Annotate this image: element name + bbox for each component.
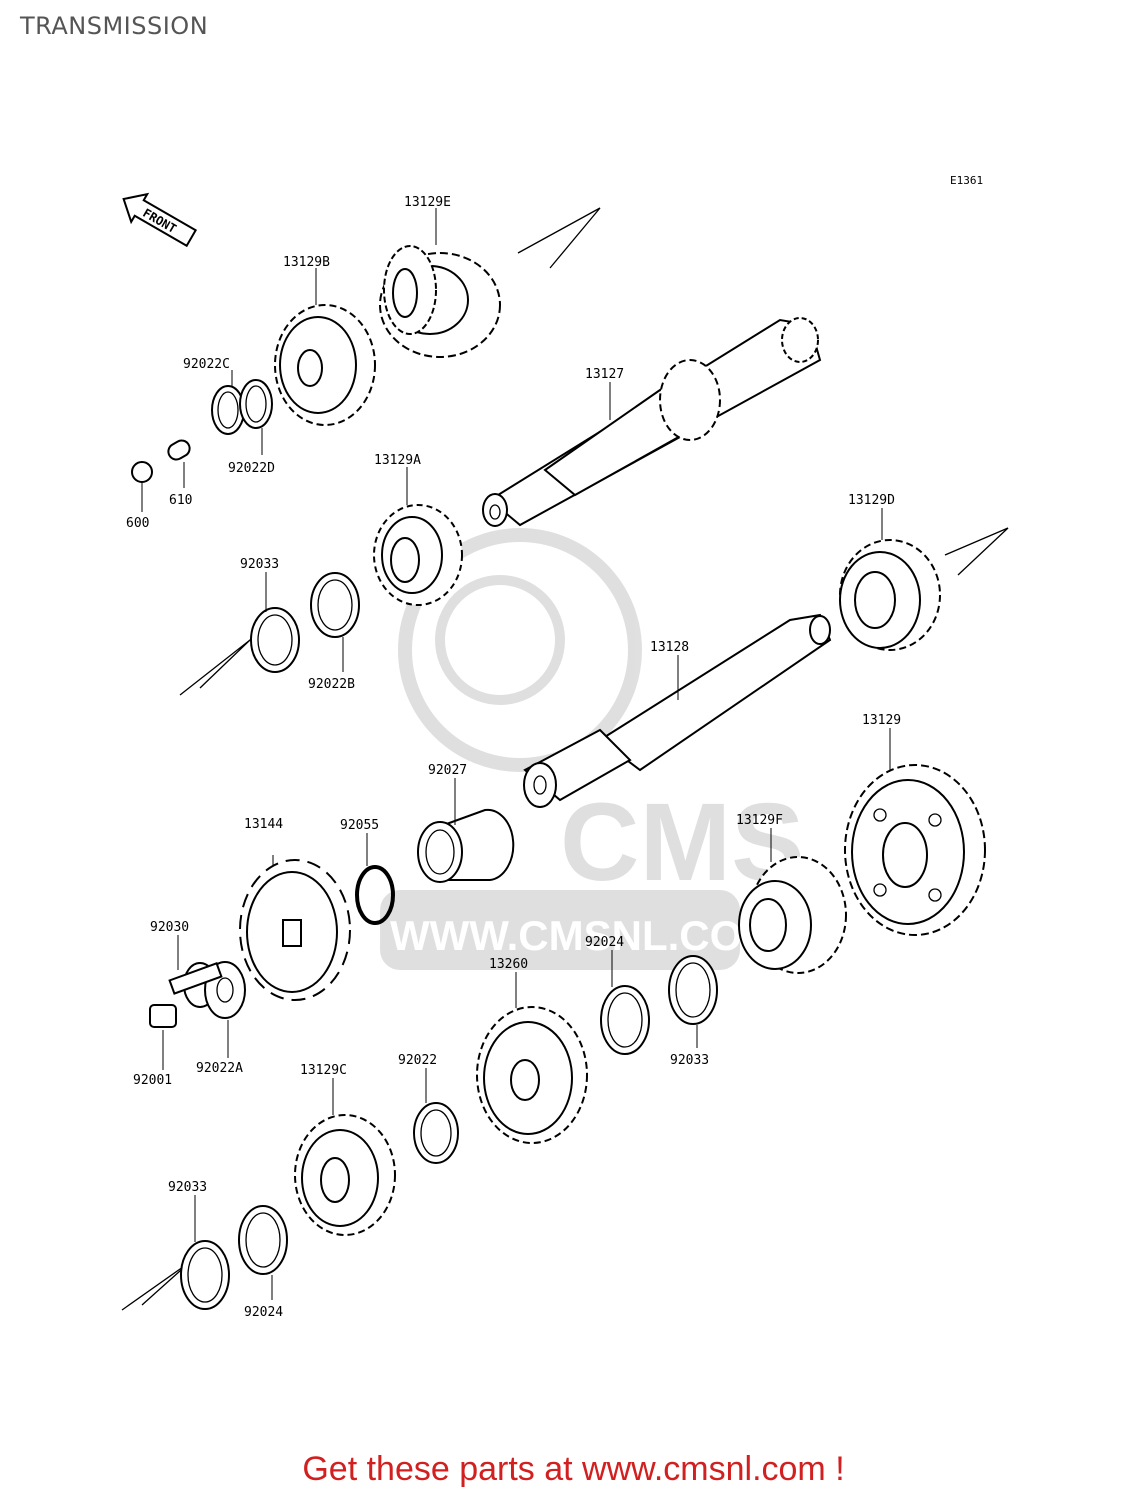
label-13129A: 13129A xyxy=(374,453,421,468)
gear-13129D xyxy=(839,539,941,651)
washer-92024-b xyxy=(238,1205,288,1275)
label-92033-b: 92033 xyxy=(670,1053,709,1068)
gear-13129A xyxy=(373,504,463,606)
gear-13129C xyxy=(294,1114,396,1236)
leader-lines xyxy=(141,208,891,1300)
label-13129C: 13129C xyxy=(300,1063,347,1078)
label-13129F: 13129F xyxy=(736,813,783,828)
part-labels: 13129E 13129B 92022C 92022D 610 600 1312… xyxy=(126,195,901,1320)
washer-92022B xyxy=(310,572,360,638)
drawing-code: E1361 xyxy=(950,174,983,187)
pin-610 xyxy=(167,439,191,461)
gear-13129F xyxy=(738,856,847,974)
circlip-92033-b xyxy=(668,955,718,1025)
circlip-92033-c xyxy=(180,1240,230,1310)
gear-13129E xyxy=(379,245,501,358)
shaft-13127 xyxy=(482,317,822,527)
label-13129D: 13129D xyxy=(848,493,895,508)
label-13129E: 13129E xyxy=(404,195,451,210)
label-92022D: 92022D xyxy=(228,461,275,476)
label-92001: 92001 xyxy=(133,1073,172,1088)
page-title: TRANSMISSION xyxy=(20,12,209,40)
watermark-url: WWW.CMSNL.COM xyxy=(390,912,777,959)
shaft-13128 xyxy=(523,613,832,808)
label-92022: 92022 xyxy=(398,1053,437,1068)
washer-92024-a xyxy=(600,985,650,1055)
label-600: 600 xyxy=(126,516,149,531)
footer-link[interactable]: Get these parts at www.cmsnl.com ! xyxy=(302,1450,845,1488)
gear-13260 xyxy=(476,1006,588,1144)
label-92022B: 92022B xyxy=(308,677,355,692)
label-13260: 13260 xyxy=(489,957,528,972)
front-arrow: FRONT xyxy=(122,192,198,248)
label-92022C: 92022C xyxy=(183,357,230,372)
label-92024-b: 92024 xyxy=(244,1305,283,1320)
label-92022A: 92022A xyxy=(196,1061,243,1076)
label-13127: 13127 xyxy=(585,367,624,382)
label-13144: 13144 xyxy=(244,817,283,832)
label-92030: 92030 xyxy=(150,920,189,935)
sprocket-13144 xyxy=(239,859,351,1001)
label-13128: 13128 xyxy=(650,640,689,655)
washer-92022 xyxy=(413,1102,459,1164)
circlip-92033-a xyxy=(250,607,300,673)
bolt-92001 xyxy=(149,962,223,1028)
ball-600 xyxy=(131,461,153,483)
washer-92022D xyxy=(239,379,273,429)
label-92024-a: 92024 xyxy=(585,935,624,950)
gear-13129 xyxy=(844,764,986,936)
label-610: 610 xyxy=(169,493,192,508)
label-13129B: 13129B xyxy=(283,255,330,270)
label-13129: 13129 xyxy=(862,713,901,728)
label-92033-c: 92033 xyxy=(168,1180,207,1195)
label-92033-a: 92033 xyxy=(240,557,279,572)
collar-92027 xyxy=(417,808,515,883)
label-92055: 92055 xyxy=(340,818,379,833)
label-92027: 92027 xyxy=(428,763,467,778)
gear-13129B xyxy=(274,304,376,426)
washer-92022C xyxy=(211,385,245,435)
oring-92055 xyxy=(355,865,395,925)
